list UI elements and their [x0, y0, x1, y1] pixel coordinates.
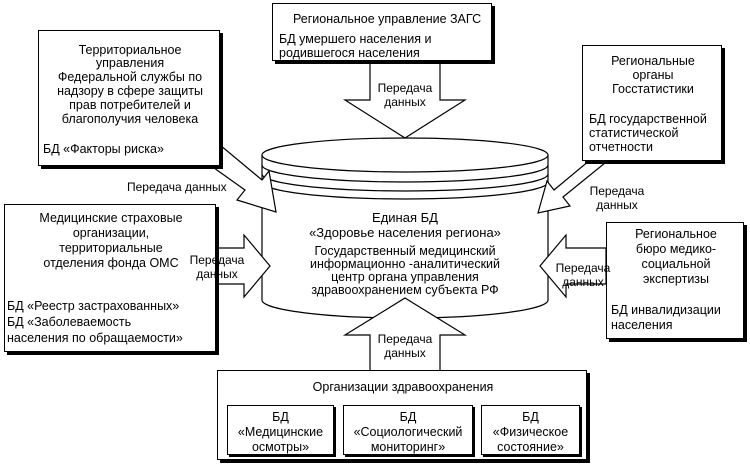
- oms-line-3: территориальные: [59, 241, 163, 255]
- rospotreb-db: БД «Факторы риска»: [43, 142, 164, 156]
- health-sub-box-sociological: БД «Социологический мониторинг»: [343, 405, 473, 455]
- transfer-right-line-1: Передача: [555, 261, 611, 275]
- cylinder-ring-2: [261, 173, 549, 192]
- oms-line-1: Медицинские страховые: [39, 211, 183, 225]
- transfer-ne-line-1: Передача: [589, 184, 645, 198]
- central-line-4: здравоохранением субъекта РФ: [311, 283, 499, 297]
- cylinder-top-ellipse: [261, 137, 549, 173]
- mse-box: Региональное бюро медико- социальной экс…: [606, 222, 744, 339]
- mse-line-2: бюро медико-: [635, 242, 717, 256]
- oms-db-2-line-2: населения по обращаемости»: [7, 331, 183, 345]
- transfer-ne-line-2: данных: [596, 198, 638, 212]
- mse-db-line-2: населения: [611, 318, 673, 332]
- transfer-label-ne: Передача данных: [584, 184, 650, 212]
- oms-box: Медицинские страховые организации, терри…: [4, 204, 216, 352]
- transfer-left-line-2: данных: [196, 267, 238, 281]
- gosstat-line-3: Госстатистики: [612, 82, 694, 96]
- gosstat-db-line-2: статистической: [589, 126, 679, 140]
- cylinder-ring-3: [261, 181, 549, 200]
- oms-db-2-line-1: БД «Заболеваемость: [7, 315, 132, 329]
- transfer-label-nw: Передача данных: [127, 180, 227, 194]
- physical-line-3: состояние»: [497, 440, 564, 454]
- central-line-2: информационно -аналитический: [309, 257, 501, 271]
- rospotreb-line-5: прав потребителей и: [69, 98, 191, 112]
- transfer-bottom-line-2: данных: [384, 346, 426, 360]
- mse-line-1: Региональное: [635, 227, 717, 241]
- gosstat-db-line-1: БД государственной: [589, 112, 707, 126]
- cylinder-ring-1: [261, 164, 549, 183]
- central-db-subtitle: «Здоровье населения региона»: [309, 225, 501, 240]
- gosstat-line-2: органы: [632, 68, 674, 82]
- sociological-line-1: БД: [399, 410, 417, 424]
- transfer-right-line-2: данных: [562, 275, 604, 289]
- zags-db-line-2: родившегося населения: [279, 46, 420, 60]
- medical-line-3: осмотры»: [251, 440, 310, 454]
- sociological-line-3: мониторинг»: [370, 440, 446, 454]
- sociological-line-2: «Социологический: [353, 425, 463, 439]
- zags-box: Региональное управление ЗАГС БД умершего…: [272, 3, 492, 61]
- health-orgs-box: Организации здравоохранения БД «Медицинс…: [217, 370, 587, 460]
- arrow-top: [342, 61, 468, 139]
- central-db-title: Единая БД: [372, 210, 438, 225]
- transfer-top-line-2: данных: [384, 95, 426, 109]
- rospotreb-line-3: Федеральной службы по: [57, 70, 203, 84]
- physical-line-1: БД: [522, 410, 539, 424]
- rospotreb-line-4: надзору в сфере защиты: [57, 84, 203, 98]
- rospotreb-line-2: управления: [95, 56, 165, 70]
- transfer-label-left: Передача данных: [188, 253, 246, 281]
- transfer-label-right: Передача данных: [550, 261, 616, 289]
- rospotreb-line-1: Территориальное: [78, 43, 182, 57]
- oms-db-1: БД «Реестр застрахованных»: [7, 299, 180, 313]
- transfer-label-top: Передача данных: [372, 81, 438, 109]
- zags-title: Региональное управление ЗАГС: [293, 12, 482, 26]
- oms-line-4: отделения фонда ОМС: [43, 256, 179, 270]
- mse-db-line-1: БД инвалидизации: [611, 303, 721, 317]
- mse-line-4: экспертизы: [642, 272, 710, 286]
- health-orgs-title: Организации здравоохранения: [312, 380, 494, 394]
- transfer-bottom-line-1: Передача: [377, 332, 433, 346]
- health-sub-box-medical: БД «Медицинские осмотры»: [227, 405, 334, 455]
- transfer-left-line-1: Передача: [189, 253, 245, 267]
- central-line-1: Государственный медицинский: [314, 244, 496, 258]
- transfer-label-bottom: Передача данных: [372, 332, 438, 360]
- central-line-3: центр органа управления: [331, 270, 479, 284]
- zags-db-line-1: БД умершего населения и: [279, 32, 432, 46]
- medical-line-1: БД: [272, 410, 289, 424]
- arrow-diagonal-ne: [537, 154, 606, 214]
- transfer-top-line-1: Передача: [377, 81, 433, 95]
- mse-line-3: социальной: [641, 257, 711, 271]
- physical-line-2: «Физическое: [492, 425, 569, 439]
- rospotreb-line-6: благополучия человека: [61, 112, 199, 126]
- health-sub-box-physical: БД «Физическое состояние»: [481, 405, 580, 455]
- oms-line-2: организации,: [72, 226, 150, 240]
- gosstat-box: Региональные органы Госстатистики БД гос…: [582, 45, 722, 161]
- gosstat-line-1: Региональные: [611, 54, 695, 68]
- arrow-right: [539, 233, 607, 299]
- medical-line-2: «Медицинские: [237, 425, 324, 439]
- rospotreb-box: Территориальное управления Федеральной с…: [38, 30, 220, 166]
- gosstat-db-line-3: отчетности: [589, 140, 653, 154]
